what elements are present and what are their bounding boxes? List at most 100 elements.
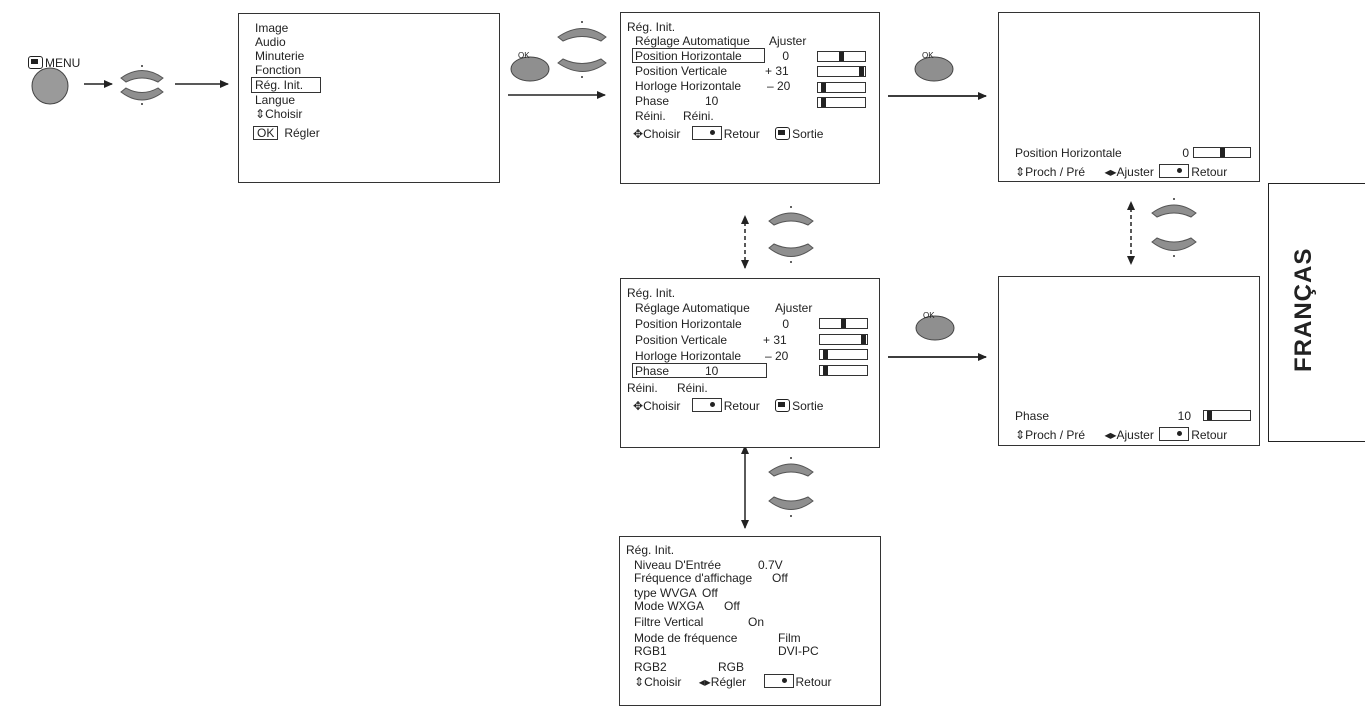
hint-next: Proch / Pré [1025,428,1086,442]
hclock-bar[interactable] [817,82,866,93]
phase-bar[interactable] [817,97,866,108]
reset-value: Réini. [677,381,708,395]
main-menu-screen: Image Audio Minuterie Fonction Rég. Init… [238,13,500,183]
auto-adjust-value: Ajuster [775,301,813,315]
four-way-icon: ✥ [633,127,644,141]
menu-item-timer[interactable]: Minuterie [255,49,305,63]
rgb1-value: DVI-PC [778,644,819,658]
hint-next: Proch / Pré [1025,165,1086,179]
ok-key-label: OK [922,51,934,60]
up-down-pad-icon [768,206,814,263]
ok-key-label: OK [518,51,530,60]
phase-value: 10 [705,364,719,378]
up-down-pad-icon [1151,198,1197,257]
input-level-label[interactable]: Niveau D'Entrée [634,558,721,572]
hpos-value: 0 [782,49,789,63]
adjust-label: Phase [1015,409,1050,423]
hint-choose: ⇕Choisir [255,108,302,121]
screen-title: Rég. Init. [626,543,675,557]
footer-choose: Choisir [644,675,682,689]
reg-init-screen-1: Rég. Init. Réglage Automatique Ajuster P… [620,12,880,184]
menu-item-image[interactable]: Image [255,21,289,35]
language-tab-label: FRANÇAS [1290,247,1317,373]
up-down-icon: ⇕ [1015,165,1026,179]
return-icon [763,674,794,688]
auto-adjust-label[interactable]: Réglage Automatique [635,301,750,315]
adjust-value: 0 [1182,146,1189,160]
bar-marker [821,83,826,92]
menu-key-label: MENU [28,56,80,70]
row-highlight [632,48,765,63]
ok-button[interactable] [914,56,954,82]
hpos-label[interactable]: Position Horizontale [635,317,742,331]
footer-choose: Choisir [643,127,681,141]
hpos-label[interactable]: Position Horizontale [635,49,742,63]
footer-hints: ⇕Choisir ◂▸Régler Retour [634,674,832,689]
language-tab [1268,183,1365,442]
menu-item-language[interactable]: Langue [255,93,296,107]
hclock-label[interactable]: Horloge Horizontale [635,79,742,93]
adjust-bar[interactable] [1193,147,1251,158]
up-down-pad-icon [768,457,814,517]
footer-back: Retour [795,675,832,689]
reset-label[interactable]: Réini. [635,109,666,123]
return-icon [1159,427,1190,441]
hclock-bar[interactable] [819,349,868,360]
left-right-icon: ◂▸ [1104,428,1117,442]
reset-value: Réini. [683,109,714,123]
hint-back: Retour [1191,165,1228,179]
footer-exit: Sortie [792,399,824,413]
ok-button[interactable] [915,315,955,341]
left-right-icon: ◂▸ [698,675,711,689]
bar-marker [821,98,826,107]
return-icon [691,398,722,412]
rgb1-label[interactable]: RGB1 [634,644,667,658]
auto-adjust-label[interactable]: Réglage Automatique [635,34,750,48]
menu-icon [28,56,43,69]
hpos-adjust-screen: Position Horizontale 0 ⇕Proch / Pré ◂▸Aj… [998,12,1260,182]
hint-choose-text: Choisir [265,107,303,121]
rgb2-value: RGB [718,660,745,674]
menu-item-audio[interactable]: Audio [255,35,286,49]
hpos-value: 0 [782,317,789,331]
reset-label[interactable]: Réini. [627,381,658,395]
return-icon [691,126,722,140]
menu-icon [775,127,791,140]
display-freq-label[interactable]: Fréquence d'affichage [634,571,753,585]
menu-button[interactable] [31,67,69,105]
hpos-bar[interactable] [819,318,868,329]
wxga-mode-label[interactable]: Mode WXGA [634,599,705,613]
menu-item-reg-init[interactable]: Rég. Init. [255,78,304,92]
adjust-bar[interactable] [1203,410,1251,421]
phase-label[interactable]: Phase [635,94,670,108]
adjust-footer: ⇕Proch / Pré ◂▸Ajuster Retour [1015,164,1227,179]
vpos-bar[interactable] [819,334,868,345]
vpos-label[interactable]: Position Verticale [635,333,728,347]
up-down-pad-icon [120,65,164,105]
hclock-label[interactable]: Horloge Horizontale [635,349,742,363]
phase-adjust-screen: Phase 10 ⇕Proch / Pré ◂▸Ajuster Retour [998,276,1260,446]
up-down-icon: ⇕ [634,675,645,689]
menu-text: MENU [45,56,81,70]
return-icon [1159,164,1190,178]
vpos-label[interactable]: Position Verticale [635,64,728,78]
reg-init-screen-2: Rég. Init. Réglage Automatique Ajuster P… [620,278,880,448]
up-down-icon: ⇕ [1015,428,1026,442]
footer-hints: ✥Choisir Retour Sortie [633,398,823,413]
phase-label[interactable]: Phase [635,364,670,378]
adjust-footer: ⇕Proch / Pré ◂▸Ajuster Retour [1015,427,1227,442]
vertical-filter-label[interactable]: Filtre Vertical [634,615,704,629]
hpos-bar[interactable] [817,51,866,62]
footer-hints: ✥Choisir Retour Sortie [633,126,823,141]
wvga-type-label[interactable]: type WVGA [634,586,697,600]
rgb2-label[interactable]: RGB2 [634,660,667,674]
freq-mode-label[interactable]: Mode de fréquence [634,631,738,645]
ok-button[interactable] [510,56,550,82]
menu-item-function[interactable]: Fonction [255,63,302,77]
hint-adjust: Ajuster [1116,165,1154,179]
vpos-bar[interactable] [817,66,866,77]
phase-bar[interactable] [819,365,868,376]
vertical-filter-value: On [748,615,765,629]
bar-marker [841,319,846,328]
